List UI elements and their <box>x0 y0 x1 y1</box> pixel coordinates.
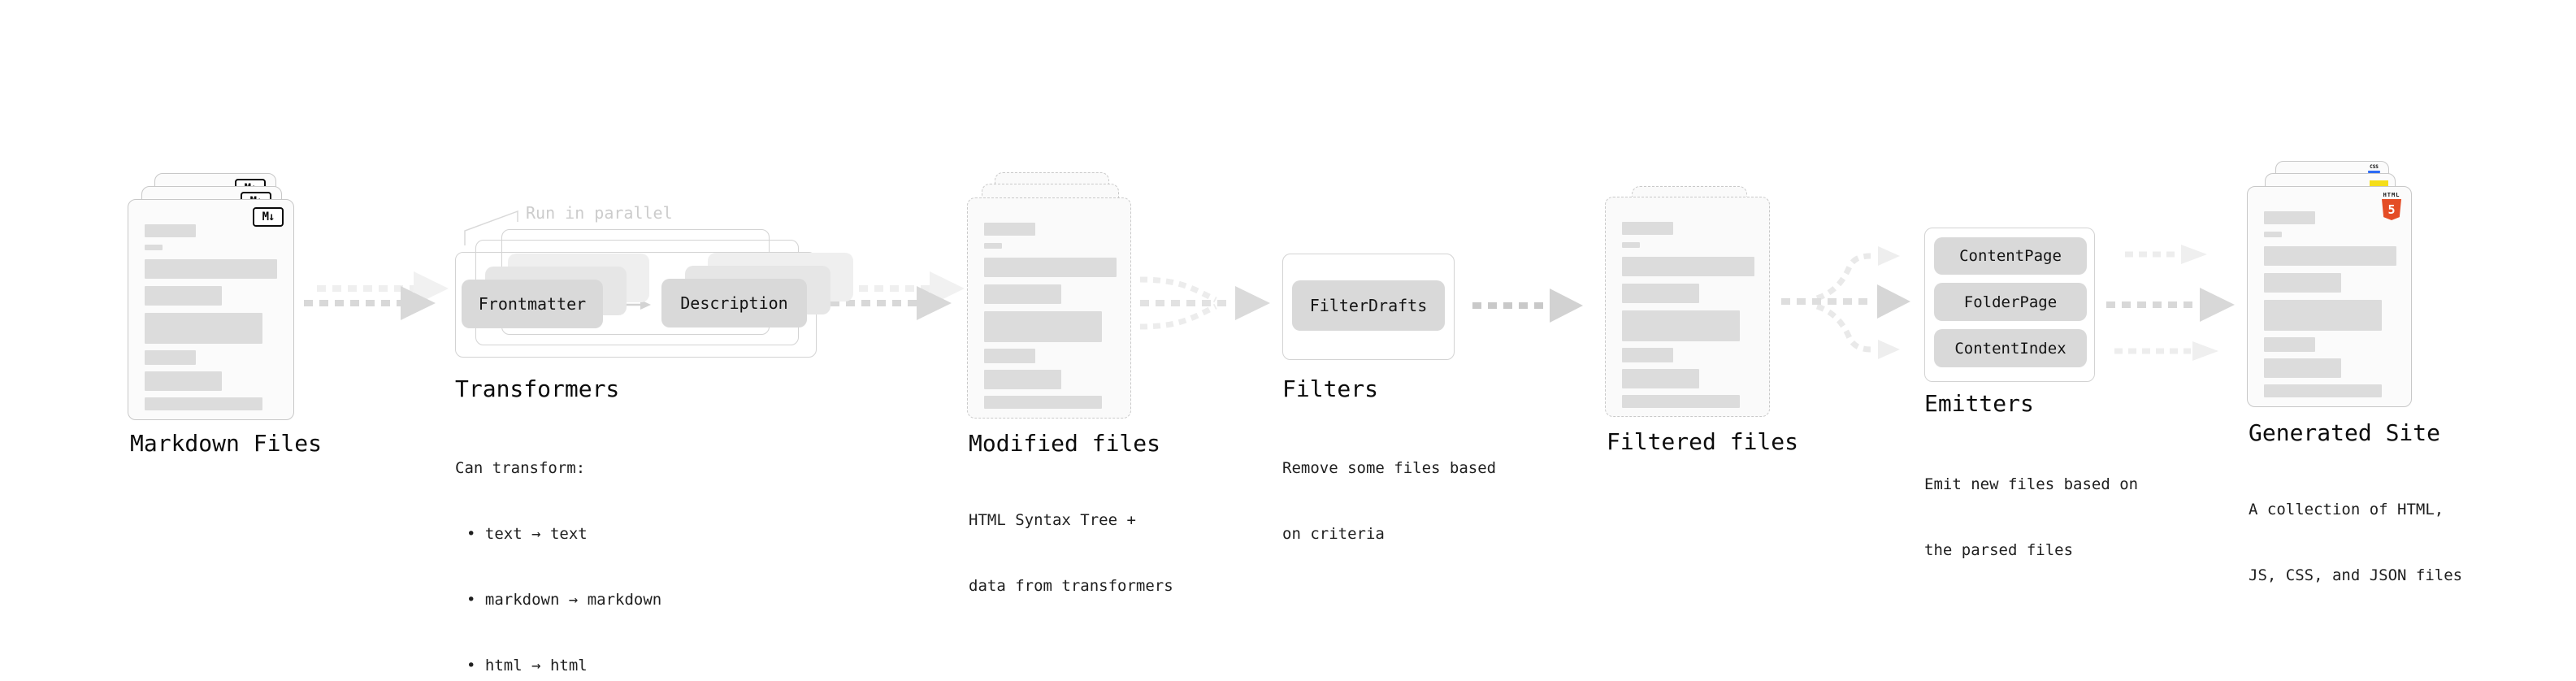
doc-line <box>145 286 222 306</box>
emitters-heading: Emitters <box>1924 390 2034 417</box>
html5-icon-shield: 5 <box>2382 199 2401 220</box>
doc-line <box>984 349 1035 363</box>
doc-content-lines <box>984 223 1117 409</box>
markdown-files-label: Markdown Files <box>130 430 323 457</box>
doc-line <box>2264 384 2382 397</box>
doc-line <box>145 397 262 410</box>
doc-line <box>1622 284 1699 303</box>
emitters-description: Emit new files based on the parsed files <box>1924 430 2138 605</box>
description-line: A collection of HTML, <box>2249 501 2444 518</box>
doc-content-lines <box>145 224 277 410</box>
doc-line <box>984 370 1061 389</box>
filterdrafts-pill: FilterDrafts <box>1292 280 1445 331</box>
description-line: • html → html <box>466 657 588 674</box>
doc-line <box>145 259 277 279</box>
doc-content-lines <box>1622 222 1754 408</box>
contentindex-pill: ContentIndex <box>1934 329 2087 367</box>
description-line: the parsed files <box>1924 541 2074 559</box>
doc-line <box>984 284 1061 304</box>
arrow-markdown-to-transformers <box>304 271 449 320</box>
generated-site-label: Generated Site <box>2249 419 2441 446</box>
arrow-emitters-to-site <box>2106 245 2235 361</box>
description-line: data from transformers <box>969 577 1173 595</box>
modified-files-label: Modified files <box>969 430 1161 457</box>
description-line: Can transform: <box>455 459 586 477</box>
description-pill: Description <box>661 279 807 327</box>
description-line: • text → text <box>466 525 588 543</box>
doc-line <box>2264 300 2382 331</box>
description-line: HTML Syntax Tree + <box>969 511 1136 529</box>
markdown-file-card: M↓ <box>128 199 294 420</box>
filters-group-box <box>1282 254 1455 360</box>
arrow-filtered-to-emitters-split <box>1781 246 1910 359</box>
css-icon-label: CSS <box>2370 164 2379 170</box>
doc-line <box>2264 337 2315 352</box>
filtered-file-card <box>1605 197 1770 417</box>
javascript-icon <box>2370 180 2388 189</box>
doc-content-lines <box>2264 211 2396 397</box>
css-icon-bar <box>2368 171 2380 173</box>
doc-line <box>984 243 1002 249</box>
doc-line <box>145 245 163 250</box>
doc-line <box>1622 348 1673 362</box>
doc-line <box>984 258 1117 277</box>
doc-line <box>1622 242 1640 248</box>
doc-line <box>145 313 262 344</box>
doc-line <box>1622 369 1699 388</box>
arrow-filters-to-filtered <box>1472 288 1583 323</box>
filtered-files-label: Filtered files <box>1607 428 1799 455</box>
description-line: Emit new files based on <box>1924 475 2139 493</box>
doc-line <box>145 224 196 237</box>
contentpage-pill: ContentPage <box>1934 237 2087 275</box>
doc-line <box>1622 310 1740 341</box>
doc-line <box>2264 211 2315 224</box>
filters-heading: Filters <box>1282 375 1379 402</box>
transformers-description: Can transform: • text → text • markdown … <box>455 414 661 681</box>
doc-line <box>1622 257 1754 276</box>
modified-files-description: HTML Syntax Tree + data from transformer… <box>969 466 1173 641</box>
run-in-parallel-note: Run in parallel <box>526 203 673 223</box>
doc-line <box>984 311 1102 342</box>
doc-line <box>1622 222 1673 235</box>
description-line: on criteria <box>1282 525 1385 543</box>
doc-line <box>145 350 196 365</box>
doc-line <box>984 396 1102 409</box>
doc-line <box>2264 246 2396 266</box>
arrow-modified-to-filters-merge <box>1139 276 1270 330</box>
transformers-heading: Transformers <box>455 375 620 402</box>
doc-line <box>2264 358 2341 378</box>
modified-file-card <box>967 197 1131 419</box>
description-line: Remove some files based <box>1282 459 1497 477</box>
generated-site-description: A collection of HTML, JS, CSS, and JSON … <box>2249 455 2462 631</box>
markdown-icon: M↓ <box>253 207 284 227</box>
frontmatter-pill: Frontmatter <box>462 280 603 328</box>
css-icon: CSS <box>2368 165 2380 173</box>
doc-line <box>2264 232 2282 237</box>
html5-icon-label: HTML <box>2383 192 2400 198</box>
doc-line <box>1622 395 1740 408</box>
generated-html-file-card: HTML 5 <box>2247 186 2412 407</box>
description-line: JS, CSS, and JSON files <box>2249 566 2463 584</box>
filters-description: Remove some files based on criteria <box>1282 414 1496 589</box>
emitters-group-box <box>1924 228 2095 382</box>
description-line: • markdown → markdown <box>466 591 662 609</box>
doc-line <box>984 223 1035 236</box>
doc-line <box>145 371 222 391</box>
doc-line <box>2264 273 2341 293</box>
html5-icon: HTML 5 <box>2382 192 2401 220</box>
folderpage-pill: FolderPage <box>1934 283 2087 321</box>
